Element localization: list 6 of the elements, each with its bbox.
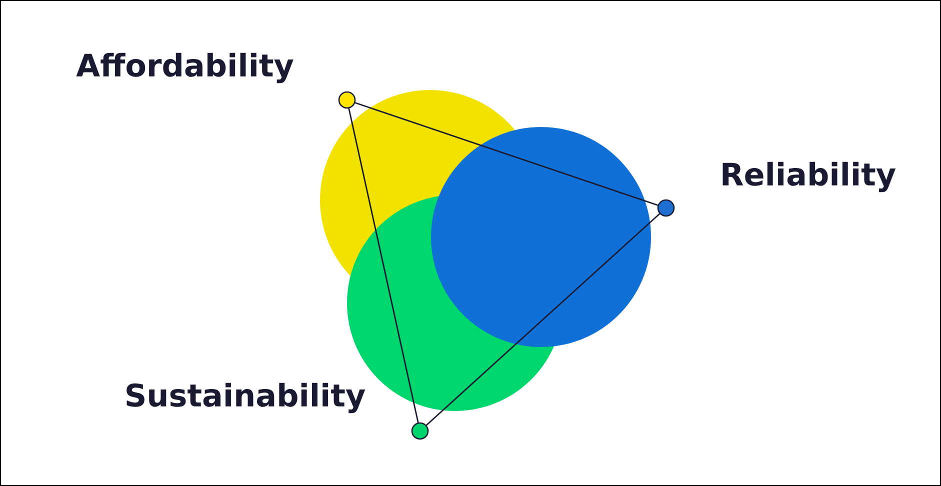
label: Reliability xyxy=(722,162,896,192)
label: Sustainability xyxy=(126,382,366,414)
label: Affordability xyxy=(76,52,294,84)
connector-line xyxy=(354,102,658,206)
connector-line xyxy=(348,108,419,424)
connector-line xyxy=(426,212,660,426)
